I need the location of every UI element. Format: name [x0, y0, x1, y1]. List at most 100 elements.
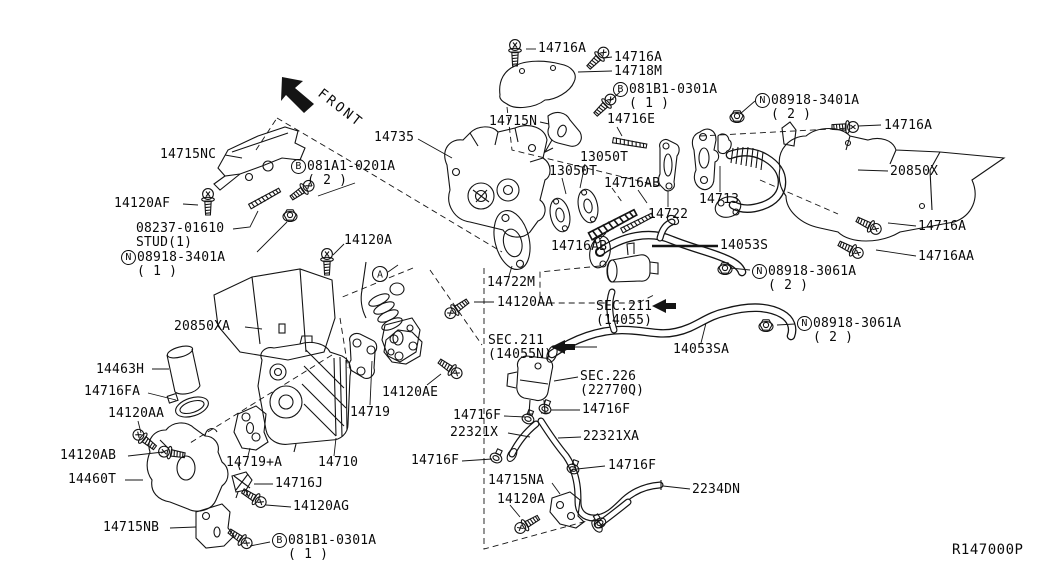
gasket-14719	[348, 332, 378, 379]
clip-14716J	[231, 463, 253, 499]
leader-lines	[125, 48, 917, 547]
part-label-14120A: 14120A	[344, 233, 393, 248]
part-label-14716FA: 14716FA	[84, 384, 141, 399]
part-label-14460T: 14460T	[68, 472, 117, 487]
front-label: FRONT	[315, 86, 367, 131]
nut-icon	[282, 209, 298, 223]
construction-lines	[189, 106, 851, 550]
part-label-14716A: 14716A	[614, 50, 663, 65]
part-label-SEC.211: SEC.211(14055)	[596, 299, 653, 328]
circled-letter-icon: B	[272, 533, 287, 548]
part-label-14463H: 14463H	[96, 362, 145, 377]
part-label-14120A: 14120A	[497, 492, 546, 507]
part-label-14735: 14735	[374, 130, 415, 145]
part-label-14713: 14713	[699, 192, 740, 207]
screw-icon	[831, 120, 859, 134]
part-label-20850XA: 20850XA	[174, 319, 231, 334]
part-label-22321X: 22321X	[450, 425, 499, 440]
heat-shield-14718M	[499, 60, 576, 109]
gasket-13050T	[549, 197, 571, 233]
flange-14713	[691, 128, 720, 191]
circled-letter-icon: B	[291, 159, 306, 174]
circled-letter-icon: N	[755, 93, 770, 108]
part-label-14716AA: 14716AA	[918, 249, 975, 264]
part-label-13050T: 13050T	[580, 150, 629, 165]
part-label-22321XA: 22321XA	[583, 429, 640, 444]
screw-icon	[583, 43, 613, 73]
part-label-14719+A: 14719+A	[226, 455, 283, 470]
part-label-14715NC: 14715NC	[160, 147, 217, 162]
part-label-14716F: 14716F	[582, 402, 631, 417]
marker-circle-icon	[371, 265, 389, 283]
screw-icon	[238, 485, 270, 511]
screw-icon	[320, 248, 334, 276]
part-label-14120AB: 14120AB	[60, 448, 117, 463]
nut-icon	[758, 319, 774, 333]
valve-body-14710	[257, 335, 352, 453]
sec211-arrow-icon	[551, 340, 575, 354]
part-label-14722: 14722	[648, 207, 689, 222]
part-label-13050T: 13050T	[549, 164, 598, 179]
gasket-13050T	[577, 188, 599, 224]
part-label-14716E: 14716E	[607, 112, 656, 127]
part-label-14716A: 14716A	[918, 219, 967, 234]
clamp-14716FA	[166, 392, 209, 418]
circled-letter-icon: B	[613, 82, 628, 97]
stud-icon	[611, 136, 648, 150]
part-label-14120AG: 14120AG	[293, 499, 350, 514]
screw-icon	[511, 511, 543, 537]
part-label-14718M: 14718M	[614, 64, 663, 79]
screw-icon	[441, 295, 472, 322]
circled-letter-icon: N	[752, 264, 767, 279]
circled-letter-icon: N	[797, 316, 812, 331]
marker-letter: A	[377, 270, 383, 281]
part-label-14716F: 14716F	[608, 458, 657, 473]
part-label-14715N: 14715N	[489, 114, 538, 129]
part-label-14716AB: 14716AB	[551, 239, 608, 254]
part-label-20850X: 20850X	[890, 164, 939, 179]
screw-icon	[129, 425, 160, 454]
bracket-14715NB	[195, 503, 235, 549]
part-label-14719: 14719	[350, 405, 391, 420]
part-label-14716J: 14716J	[275, 476, 324, 491]
shield-20850X	[778, 127, 1006, 242]
gasket-plate	[383, 329, 423, 365]
spring-assembly-14713A	[360, 261, 421, 363]
bracket-14715N	[547, 111, 582, 147]
part-label-14716F: 14716F	[411, 453, 460, 468]
part-label-14120AA: 14120AA	[108, 406, 165, 421]
hose-14463H	[166, 345, 201, 395]
part-label-14715NB: 14715NB	[103, 520, 160, 535]
part-label-14716A: 14716A	[884, 118, 933, 133]
front-arrow-icon	[281, 77, 314, 113]
diagram-ref-code: R147000P	[952, 542, 1024, 558]
gasket-14722M	[493, 210, 531, 270]
sensor-sec226	[506, 355, 554, 415]
part-label-14053S: 14053S	[720, 238, 769, 253]
part-label-14120AA: 14120AA	[497, 295, 554, 310]
tubes	[506, 146, 797, 533]
screw-icon	[225, 525, 256, 552]
screw-icon	[157, 443, 187, 463]
part-label-14120AE: 14120AE	[382, 385, 439, 400]
egr-valve-14735	[444, 125, 551, 238]
screw-icon	[508, 39, 522, 67]
part-label-14722M: 14722M	[487, 275, 536, 290]
gasket-14719A	[233, 405, 269, 451]
part-label-14716A: 14716A	[538, 41, 587, 56]
shield-20850XA	[213, 268, 336, 361]
part-outlines	[213, 60, 732, 238]
part-label-14710: 14710	[318, 455, 359, 470]
part-label-14716F: 14716F	[453, 408, 502, 423]
part-label-14716AB: 14716AB	[604, 176, 661, 191]
circled-letter-icon: N	[121, 250, 136, 265]
part-label-SEC.226: SEC.226(22770Q)	[580, 369, 645, 398]
